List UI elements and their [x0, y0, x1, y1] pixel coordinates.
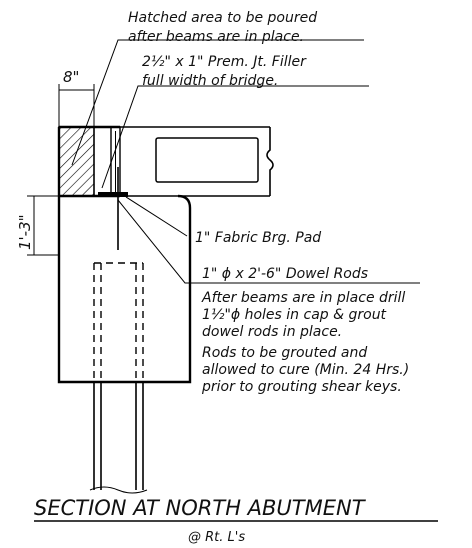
note-dowel-line-1: After beams are in place drill: [201, 290, 405, 306]
column-break-line: [89, 486, 148, 494]
note-dowel-line-2: 1½"ϕ holes in cap & grout: [202, 307, 387, 323]
note-dowel-title: 1" ϕ x 2'-6" Dowel Rods: [202, 266, 368, 282]
beam-break-line: [266, 127, 274, 196]
leader-pad: [125, 196, 188, 237]
note-pad: 1" Fabric Brg. Pad: [195, 230, 321, 246]
bearing-pad: [98, 192, 128, 197]
section-title: SECTION AT NORTH ABUTMENT: [34, 496, 367, 520]
note-dowel-line-6: prior to grouting shear keys.: [201, 379, 402, 395]
note-dowel-line-4: Rods to be grouted and: [202, 345, 367, 361]
section-subtitle: @ Rt. L's: [188, 530, 245, 545]
hatched-pour-area: [58, 126, 95, 197]
dim-13-label: 1'-3": [16, 214, 34, 250]
note-hatched-1: Hatched area to be poured: [128, 10, 317, 26]
leader-filler: [101, 85, 369, 189]
beam-void: [155, 137, 259, 183]
note-hatched-2: after beams are in place.: [128, 29, 304, 45]
dim-8-label: 8": [63, 68, 79, 86]
pier-cap: [57, 194, 192, 384]
note-filler-1: 2½" x 1" Prem. Jt. Filler: [142, 54, 307, 70]
note-filler-2: full width of bridge.: [142, 73, 278, 89]
leader-dowel: [117, 199, 420, 284]
note-dowel-line-5: allowed to cure (Min. 24 Hrs.): [202, 362, 409, 378]
note-dowel-line-3: dowel rods in place.: [202, 324, 342, 340]
leader-hatched: [71, 39, 364, 166]
